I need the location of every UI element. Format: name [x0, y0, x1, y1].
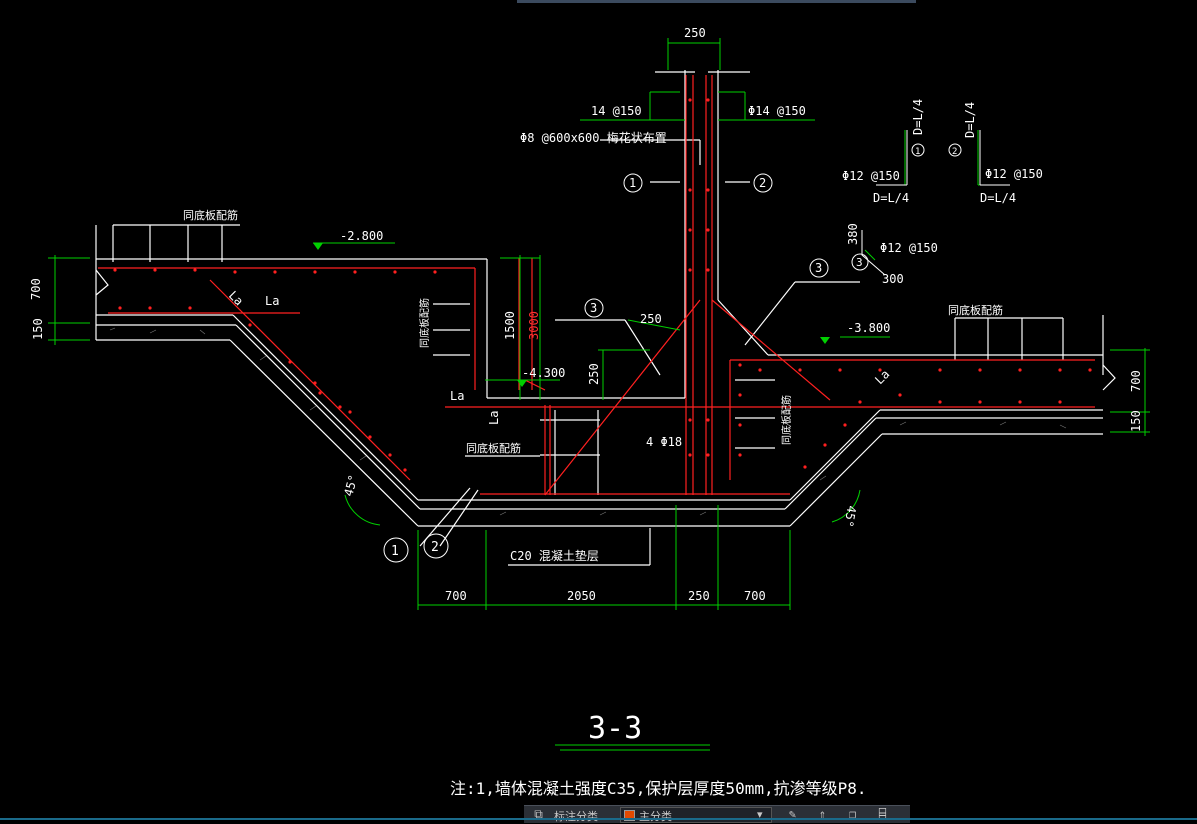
label-angle-right: 45°: [841, 504, 859, 528]
label-dl4-4: D=L/4: [963, 102, 977, 138]
rebar-dots: [113, 98, 1092, 472]
mark-1-wall: 1: [629, 176, 636, 190]
cad-status-bar: ⧉ 标注分类 主分类 ▾ ✎ ⇑ ❐ ⌸: [524, 805, 910, 823]
dim-bottom-250: 250: [688, 589, 710, 603]
detail-bars: [861, 130, 1010, 276]
dim-380: 380: [846, 223, 860, 245]
drawing-text: 250 700 150 700 150 1500 3000 250 250 70…: [29, 26, 1143, 798]
chevron-down-icon: ▾: [757, 808, 763, 821]
dim-right-700: 700: [1129, 370, 1143, 392]
annotation-icon[interactable]: ⇑: [818, 807, 827, 821]
label-la-1: La: [265, 294, 279, 308]
label-rebar-right: Φ14 @150: [748, 104, 806, 118]
mark-1-detail: 1: [915, 147, 920, 157]
label-bar-detail-3: Φ12 @150: [880, 241, 938, 255]
layer-dropdown[interactable]: 主分类 ▾: [620, 807, 772, 823]
concrete-hatching: [109, 327, 1067, 516]
dim-bottom-700-right: 700: [744, 589, 766, 603]
dim-3000: 3000: [527, 311, 541, 340]
label-tie: Φ8 @600x600 梅花状布置: [520, 130, 667, 145]
drawing-note: 注:1,墙体混凝土强度C35,保护层厚度50mm,抗渗等级P8.: [450, 779, 867, 798]
label-elev-left: -2.800: [340, 229, 383, 243]
mark-3-detail: 3: [856, 256, 863, 269]
label-la-4: La: [226, 288, 246, 308]
mark-3-left: 3: [590, 301, 597, 315]
label-dl4-1: D=L/4: [873, 191, 909, 205]
label-4phi18: 4 Φ18: [646, 435, 682, 449]
rebar-lines: [98, 75, 1095, 496]
dim-left-700: 700: [29, 278, 43, 300]
label-c20: C20 混凝土垫层: [510, 548, 599, 563]
copy-icon[interactable]: ❐: [848, 807, 857, 821]
dim-bottom-700-left: 700: [445, 589, 467, 603]
label-same-bottom-mid: 同底板配筋: [466, 441, 521, 455]
section-title: 3-3: [588, 711, 642, 746]
layer-manager-icon[interactable]: ⧉: [534, 807, 543, 821]
dim-left-150: 150: [31, 318, 45, 340]
layer-color-swatch: [624, 810, 635, 821]
mark-2-wall: 2: [759, 176, 766, 190]
section-marks: [383, 143, 962, 563]
label-dl4-3: D=L/4: [911, 99, 925, 135]
mark-3-right: 3: [815, 261, 822, 275]
label-dl4-2: D=L/4: [980, 191, 1016, 205]
edit-icon[interactable]: ✎: [788, 807, 797, 821]
label-same-bottom-vert-right: 同底板配筋: [780, 395, 793, 445]
dim-1500: 1500: [503, 311, 517, 340]
database-icon[interactable]: ⌸: [878, 807, 887, 821]
label-angle-left: 45°: [341, 473, 360, 498]
label-bar-detail-2: Φ12 @150: [985, 167, 1043, 181]
label-bar-detail-1: Φ12 @150: [842, 169, 900, 183]
top-window-strip: [517, 0, 916, 3]
label-same-bottom-vert-left: 同底板配筋: [418, 298, 431, 348]
mark-2-bottom: 2: [431, 540, 439, 555]
label-elev-right: -3.800: [847, 321, 890, 335]
label-la-5: La: [872, 367, 892, 387]
mark-1-bottom: 1: [391, 544, 399, 559]
dim-bottom-2050: 2050: [567, 589, 596, 603]
mark-2-detail: 2: [952, 147, 957, 157]
level-markers: [313, 243, 830, 387]
dim-right-150: 150: [1129, 410, 1143, 432]
concrete-outline: [95, 70, 1116, 566]
dim-300: 300: [882, 272, 904, 286]
dim-250-vert: 250: [587, 363, 601, 385]
label-elev-mid: -4.300: [522, 366, 565, 380]
label-rebar-left: 14 @150: [591, 104, 642, 118]
dim-top-wall: 250: [684, 26, 706, 40]
label-la-3: La: [487, 411, 501, 425]
dim-250-diag: 250: [640, 312, 662, 326]
label-same-bottom-left: 同底板配筋: [183, 208, 238, 222]
label-la-2: La: [450, 389, 464, 403]
label-same-bottom-right: 同底板配筋: [948, 303, 1003, 317]
window-bottom-border: [0, 818, 1197, 820]
